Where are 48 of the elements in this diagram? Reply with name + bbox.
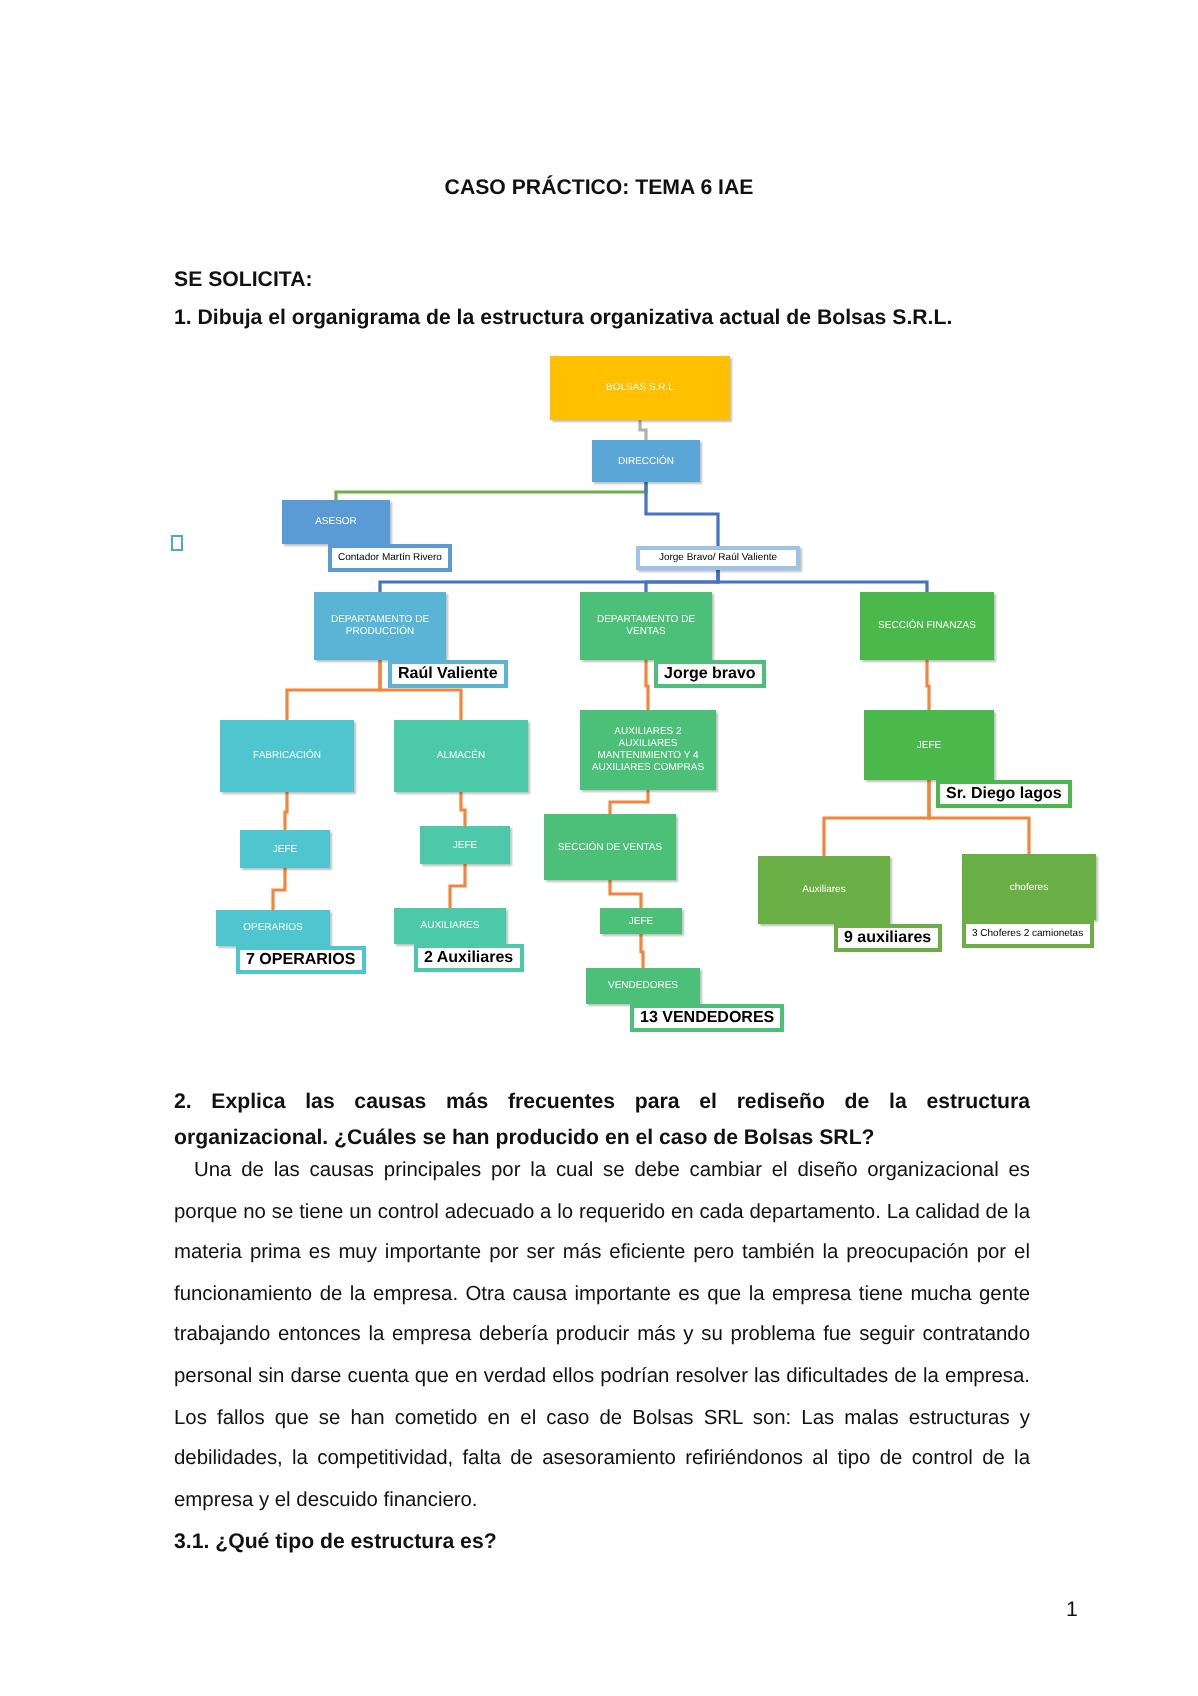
name-tag: 7 OPERARIOS bbox=[236, 946, 366, 974]
name-tag: Raúl Valiente bbox=[388, 660, 508, 688]
org-box bbox=[420, 826, 510, 864]
connector-line bbox=[927, 780, 1031, 854]
section-heading: SE SOLICITA: bbox=[174, 266, 315, 296]
org-box bbox=[216, 910, 330, 946]
page-title: CASO PRÁCTICO: TEMA 6 IAE bbox=[442, 176, 756, 200]
connector-line bbox=[271, 868, 287, 910]
org-box bbox=[220, 720, 354, 792]
org-box bbox=[314, 592, 446, 660]
connector-line bbox=[925, 660, 931, 710]
name-tag: Sr. Diego lagos bbox=[936, 780, 1072, 808]
org-box bbox=[544, 814, 676, 880]
connector-line bbox=[644, 660, 650, 710]
connector-line bbox=[639, 934, 645, 968]
name-tag: 2 Auxiliares bbox=[414, 944, 524, 972]
question-text: 2. Explica las causas más frecuentes para el rediseño de la estructura organizacional. ¿Cuáles se han producido en el caso de Bolsas SRL? bbox=[174, 1088, 1030, 1154]
org-box bbox=[394, 908, 506, 944]
org-box bbox=[592, 440, 700, 482]
org-box bbox=[860, 592, 994, 660]
question-text: 3.1. ¿Qué tipo de estructura es? bbox=[174, 1528, 499, 1558]
connector-line bbox=[459, 792, 467, 826]
org-box bbox=[580, 710, 716, 790]
connector-line bbox=[644, 482, 720, 546]
org-box bbox=[962, 854, 1096, 920]
connector-line bbox=[283, 792, 289, 830]
answer-paragraph: Una de las causas principales por la cual se debe cambiar el diseño organizacional es porque no se tiene un control adecuado a lo requerido en cada departamento. La calidad de la materia prima es muy importante por ser más eficiente pero también la preocupación por el funcionamiento de la empresa. Otra causa importante es que la empresa tiene mucha gente trabajando entonces la empresa debería producir más y su problema fue seguir contratando personal sin darse cuenta que en verdad ellos podrían resolver las dificultades de la empresa. Los fallos que se han cometido en el caso de Bolsas SRL son: Las malas estructuras y debilidades, la competitividad, falta de asesoramiento refiriéndonos al tipo de control de la empresa y el descuido financiero. bbox=[174, 1158, 1030, 1516]
org-box bbox=[636, 546, 800, 570]
question-text: 1. Dibuja el organigrama de la estructura organizativa actual de Bolsas S.R.L. bbox=[174, 304, 955, 334]
name-tag: 9 auxiliares bbox=[834, 924, 942, 952]
page-number: 1 bbox=[1066, 1596, 1080, 1626]
connector-line bbox=[448, 864, 467, 908]
org-box bbox=[240, 830, 330, 868]
connector-line bbox=[716, 570, 929, 592]
name-tag: 13 VENDEDORES bbox=[630, 1004, 785, 1032]
connector-line bbox=[638, 420, 648, 440]
org-box bbox=[586, 968, 700, 1004]
connector-line bbox=[378, 660, 463, 720]
org-box bbox=[394, 720, 528, 792]
org-box bbox=[550, 356, 730, 420]
org-box bbox=[864, 710, 994, 780]
org-box bbox=[758, 856, 890, 924]
org-box bbox=[282, 500, 390, 544]
org-box bbox=[580, 592, 712, 660]
connector-line bbox=[608, 880, 643, 908]
name-tag: Jorge bravo bbox=[654, 660, 766, 688]
connector-line bbox=[608, 790, 650, 814]
org-box bbox=[600, 908, 682, 934]
